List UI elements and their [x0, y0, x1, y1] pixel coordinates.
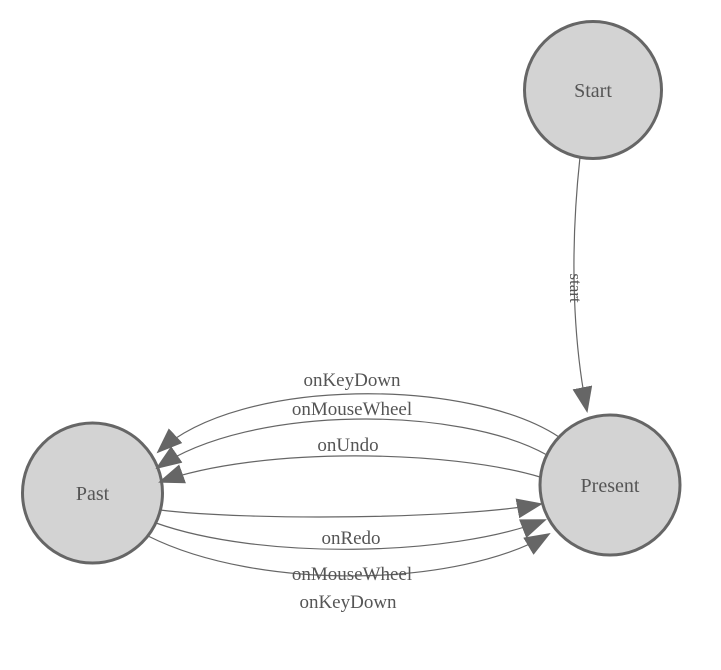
- edge-present-to-past-onmousewheel: [155, 418, 548, 470]
- node-present: Present: [538, 413, 682, 557]
- edge-label-onmousewheel-top: onMouseWheel: [292, 399, 412, 420]
- past-state-label: Past: [76, 483, 110, 505]
- present-state-label: Present: [581, 475, 640, 497]
- edges-layer: [147, 156, 593, 577]
- edge-labels-layer: start onKeyDown onMouseWheel onUndo onRe…: [292, 273, 585, 613]
- nodes-layer: Start Present Past: [21, 20, 682, 565]
- edge-label-onmousewheel-bottom: onMouseWheel: [292, 564, 412, 585]
- present-state-circle: [538, 413, 682, 557]
- edge-label-onkeydown-bottom: onKeyDown: [299, 592, 397, 613]
- edge-past-to-present-onkeydown: [147, 532, 551, 577]
- node-past: Past: [21, 421, 164, 565]
- edge-label-onkeydown-top: onKeyDown: [303, 370, 401, 391]
- edge-past-to-present-onmousewheel: [155, 519, 547, 550]
- edge-label-onredo: onRedo: [321, 528, 380, 549]
- edge-start-to-present: [572, 156, 593, 413]
- edge-present-to-past-onkeydown: [156, 393, 560, 454]
- edge-past-to-present-onredo: [159, 498, 543, 519]
- past-state-circle: [21, 421, 164, 565]
- start-state-circle: [523, 20, 663, 160]
- edge-label-onundo: onUndo: [317, 435, 378, 456]
- node-start: Start: [523, 20, 663, 160]
- edge-present-to-past-onundo: [158, 455, 541, 484]
- start-state-label: Start: [574, 80, 612, 102]
- edge-label-start: start: [566, 273, 585, 303]
